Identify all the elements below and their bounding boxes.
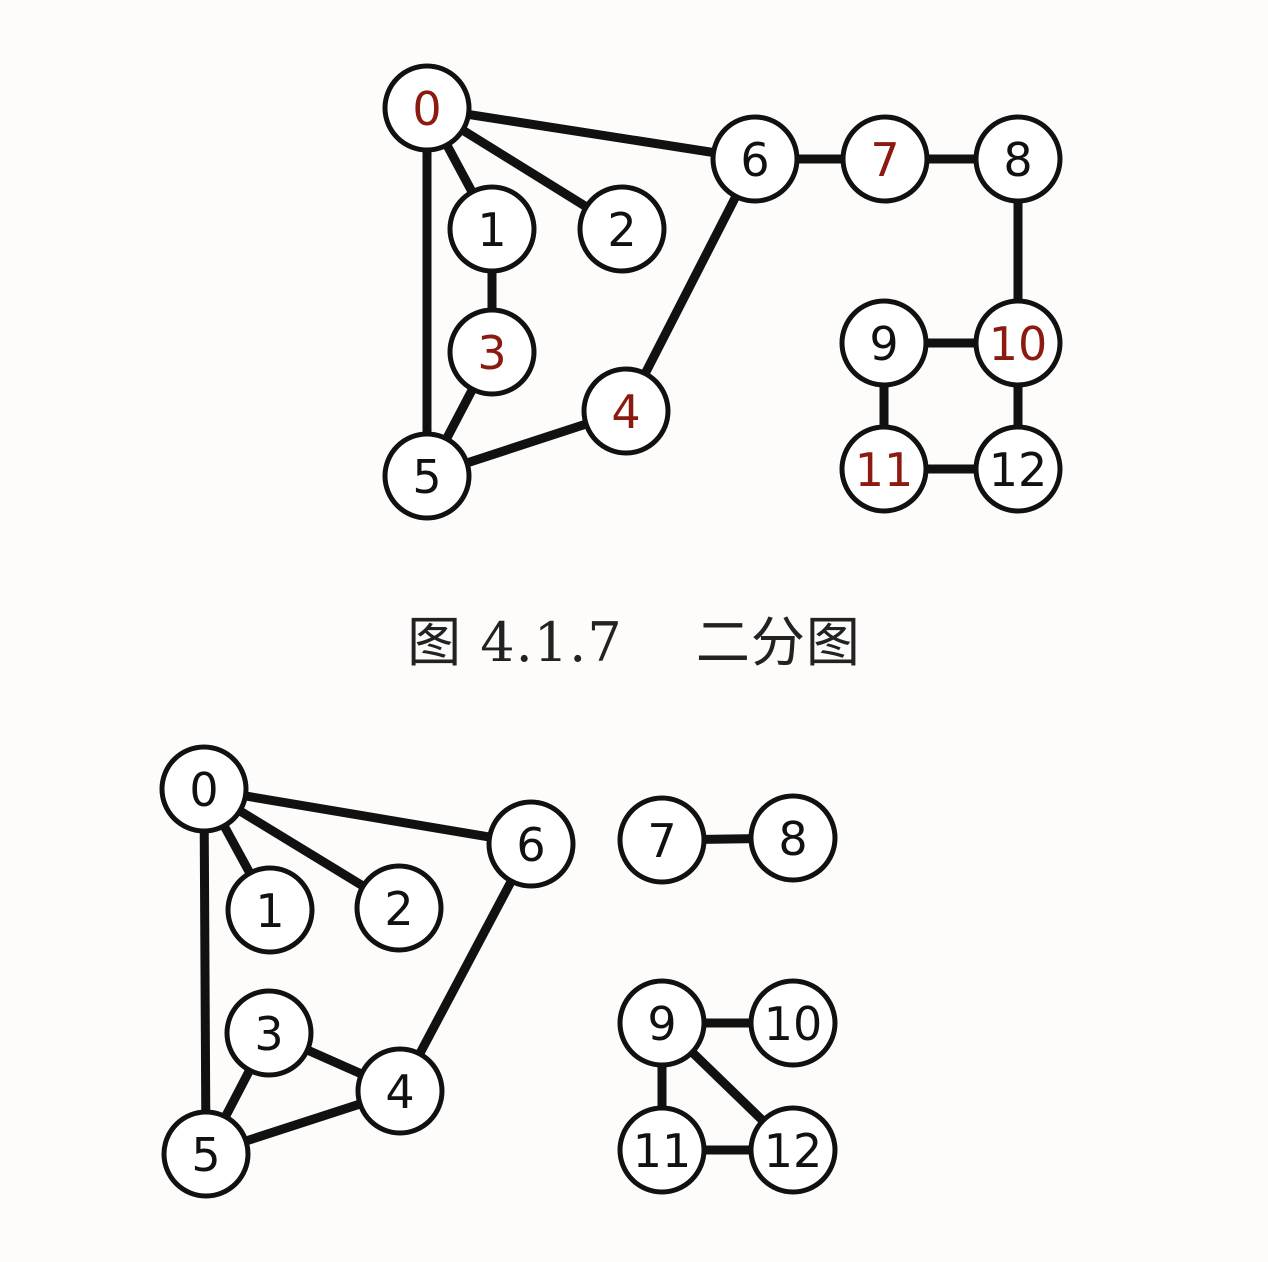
vertex-label: 0 — [412, 82, 441, 136]
vertex-circle — [581, 366, 671, 456]
vertex-circle — [710, 114, 800, 204]
figure-caption: 图 4.1.7 二分图 — [407, 611, 861, 674]
vertex-label: 1 — [255, 884, 284, 938]
vertex-label: 2 — [607, 203, 636, 257]
vertex-label: 5 — [412, 450, 441, 504]
vertex-circle — [617, 795, 707, 885]
vertex-2: 2 — [577, 184, 667, 274]
vertex-3: 3 — [224, 988, 314, 1078]
vertex-circle — [840, 114, 930, 204]
vertex-0: 0 — [159, 744, 249, 834]
vertex-8: 8 — [973, 114, 1063, 204]
vertex-label: 5 — [191, 1128, 220, 1182]
vertex-circle — [617, 978, 707, 1068]
vertex-label: 6 — [740, 133, 769, 187]
vertex-circle — [839, 298, 929, 388]
vertex-circle — [973, 424, 1063, 514]
vertex-circle — [748, 793, 838, 883]
vertex-circle — [973, 114, 1063, 204]
vertex-1: 1 — [225, 865, 315, 955]
vertex-circle — [382, 63, 472, 153]
vertex-circle — [748, 1105, 838, 1195]
edge-4-6 — [621, 156, 760, 414]
vertex-label: 4 — [385, 1065, 414, 1119]
vertex-label: 8 — [778, 812, 807, 866]
vertex-7: 7 — [617, 795, 707, 885]
vertex-circle — [161, 1109, 251, 1199]
vertex-circle — [839, 424, 929, 514]
vertex-0: 0 — [382, 63, 472, 153]
vertex-label: 1 — [477, 203, 506, 257]
vertex-6: 6 — [486, 799, 576, 889]
vertex-circle — [159, 744, 249, 834]
vertex-circle — [225, 865, 315, 955]
vertex-circle — [577, 184, 667, 274]
vertex-label: 12 — [989, 443, 1048, 497]
vertex-12: 12 — [973, 424, 1063, 514]
vertex-4: 4 — [581, 366, 671, 456]
edge-0-6 — [426, 103, 756, 164]
vertex-label: 3 — [477, 326, 506, 380]
vertex-label: 0 — [189, 763, 218, 817]
vertex-12: 12 — [748, 1105, 838, 1195]
vertex-label: 10 — [989, 317, 1048, 371]
vertex-label: 7 — [647, 814, 676, 868]
vertex-5: 5 — [382, 431, 472, 521]
vertex-circle — [354, 863, 444, 953]
edge-0-5 — [199, 788, 211, 1155]
vertex-6: 6 — [710, 114, 800, 204]
vertex-5: 5 — [161, 1109, 251, 1199]
vertex-9: 9 — [617, 978, 707, 1068]
vertex-11: 11 — [839, 424, 929, 514]
vertex-2: 2 — [354, 863, 444, 953]
vertex-label: 4 — [611, 385, 640, 439]
vertex-7: 7 — [840, 114, 930, 204]
vertex-circle — [748, 978, 838, 1068]
vertex-10: 10 — [748, 978, 838, 1068]
vertex-circle — [973, 298, 1063, 388]
vertex-label: 3 — [254, 1007, 283, 1061]
vertex-label: 11 — [633, 1124, 692, 1178]
vertex-circle — [617, 1105, 707, 1195]
vertex-label: 12 — [764, 1124, 823, 1178]
vertex-circle — [447, 307, 537, 397]
vertex-label: 8 — [1003, 133, 1032, 187]
vertex-circle — [486, 799, 576, 889]
vertex-10: 10 — [973, 298, 1063, 388]
vertex-8: 8 — [748, 793, 838, 883]
vertex-label: 9 — [869, 317, 898, 371]
vertex-circle — [224, 988, 314, 1078]
edge-4-6 — [396, 841, 535, 1094]
edge-0-6 — [203, 784, 532, 849]
vertex-3: 3 — [447, 307, 537, 397]
vertex-11: 11 — [617, 1105, 707, 1195]
vertex-9: 9 — [839, 298, 929, 388]
vertex-1: 1 — [447, 184, 537, 274]
vertex-label: 2 — [384, 882, 413, 936]
vertex-circle — [447, 184, 537, 274]
vertex-4: 4 — [355, 1046, 445, 1136]
vertex-label: 10 — [764, 997, 823, 1051]
vertex-circle — [382, 431, 472, 521]
vertex-label: 11 — [855, 443, 914, 497]
vertex-label: 9 — [647, 997, 676, 1051]
vertex-circle — [355, 1046, 445, 1136]
vertex-label: 6 — [516, 818, 545, 872]
vertex-label: 7 — [870, 133, 899, 187]
